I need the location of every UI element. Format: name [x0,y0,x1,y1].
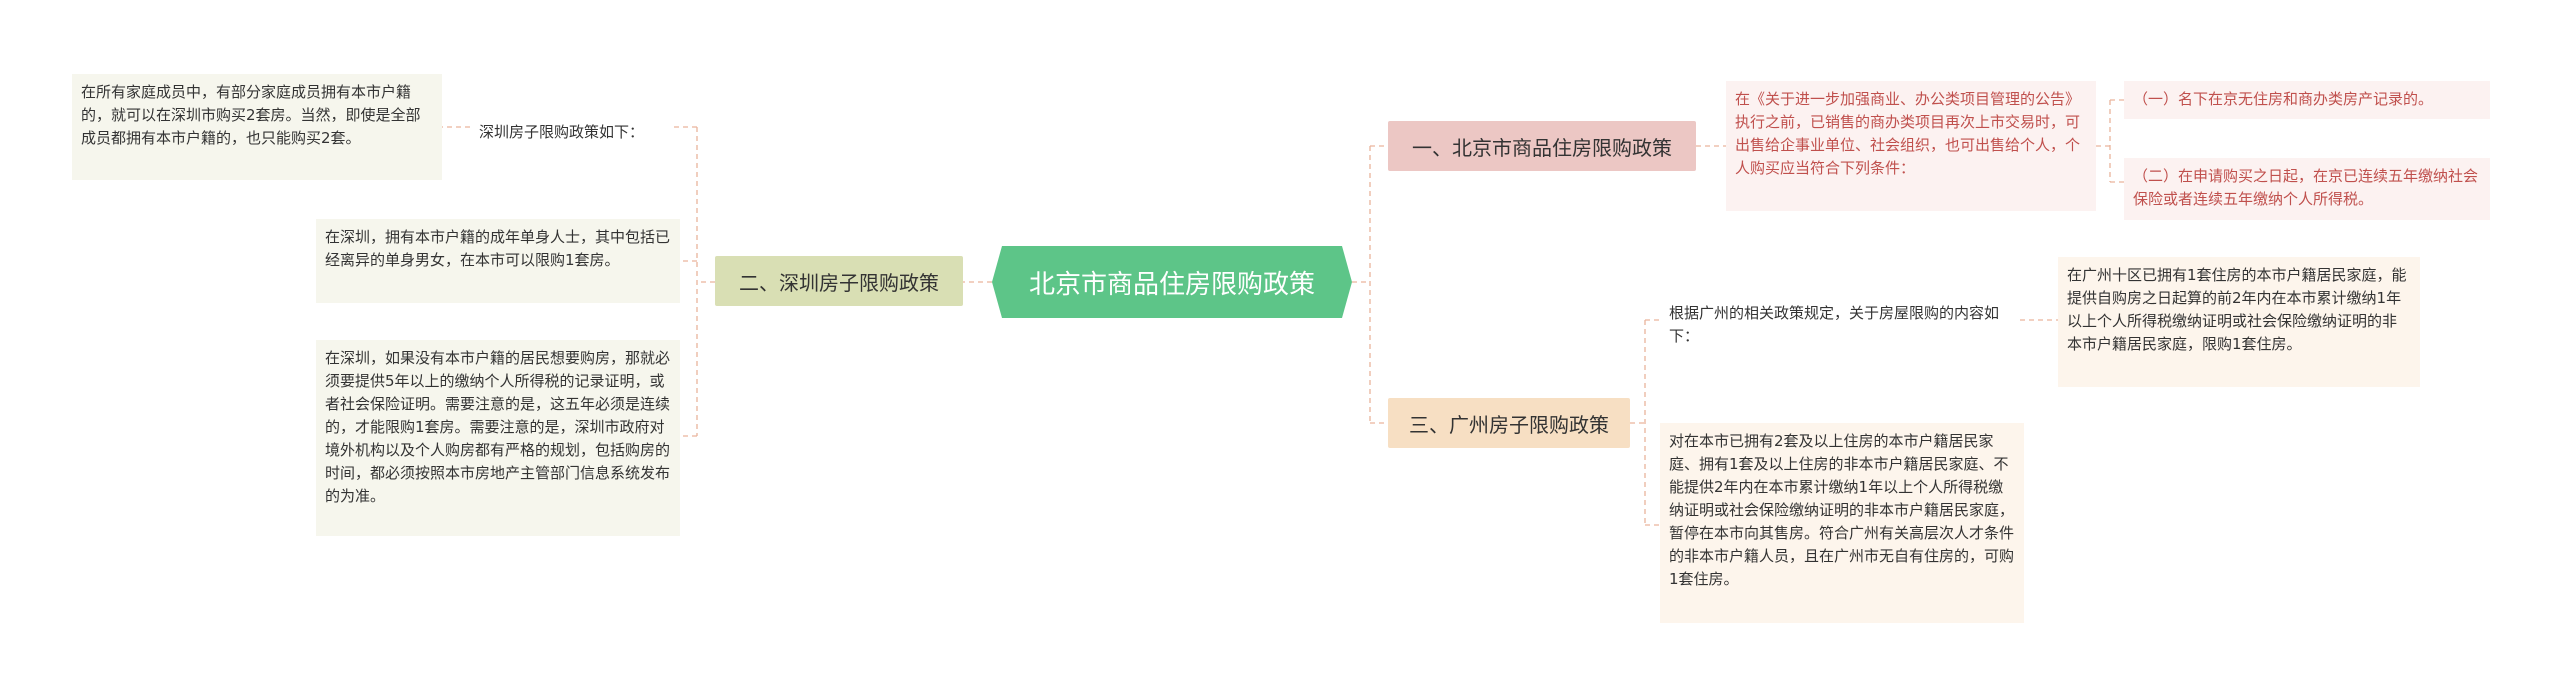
shenzhen-policy-intro: 深圳房子限购政策如下： [470,114,672,144]
branch-shenzhen-policy[interactable]: 二、深圳房子限购政策 [715,256,963,306]
beijing-policy-detail: 在《关于进一步加强商业、办公类项目管理的公告》执行之前，已销售的商办类项目再次上… [1726,81,2096,211]
shenzhen-item-2: 在深圳，如果没有本市户籍的居民想要购房，那就必须要提供5年以上的缴纳个人所得税的… [316,340,680,536]
beijing-condition-1: （一）名下在京无住房和商办类房产记录的。 [2124,81,2490,119]
branch-beijing-policy[interactable]: 一、北京市商品住房限购政策 [1388,121,1696,171]
guangzhou-intro-detail: 在广州十区已拥有1套住房的本市户籍居民家庭，能提供自购房之日起算的前2年内在本市… [2058,257,2420,387]
beijing-condition-2: （二）在申请购买之日起，在京已连续五年缴纳社会保险或者连续五年缴纳个人所得税。 [2124,158,2490,220]
root-topic[interactable]: 北京市商品住房限购政策 [992,246,1352,318]
guangzhou-policy-intro: 根据广州的相关政策规定，关于房屋限购的内容如下： [1660,295,2020,351]
shenzhen-intro-detail: 在所有家庭成员中，有部分家庭成员拥有本市户籍的，就可以在深圳市购买2套房。当然，… [72,74,442,180]
guangzhou-item: 对在本市已拥有2套及以上住房的本市户籍居民家庭、拥有1套及以上住房的非本市户籍居… [1660,423,2024,623]
shenzhen-item-1: 在深圳，拥有本市户籍的成年单身人士，其中包括已经离异的单身男女，在本市可以限购1… [316,219,680,303]
branch-guangzhou-policy[interactable]: 三、广州房子限购政策 [1388,398,1630,448]
